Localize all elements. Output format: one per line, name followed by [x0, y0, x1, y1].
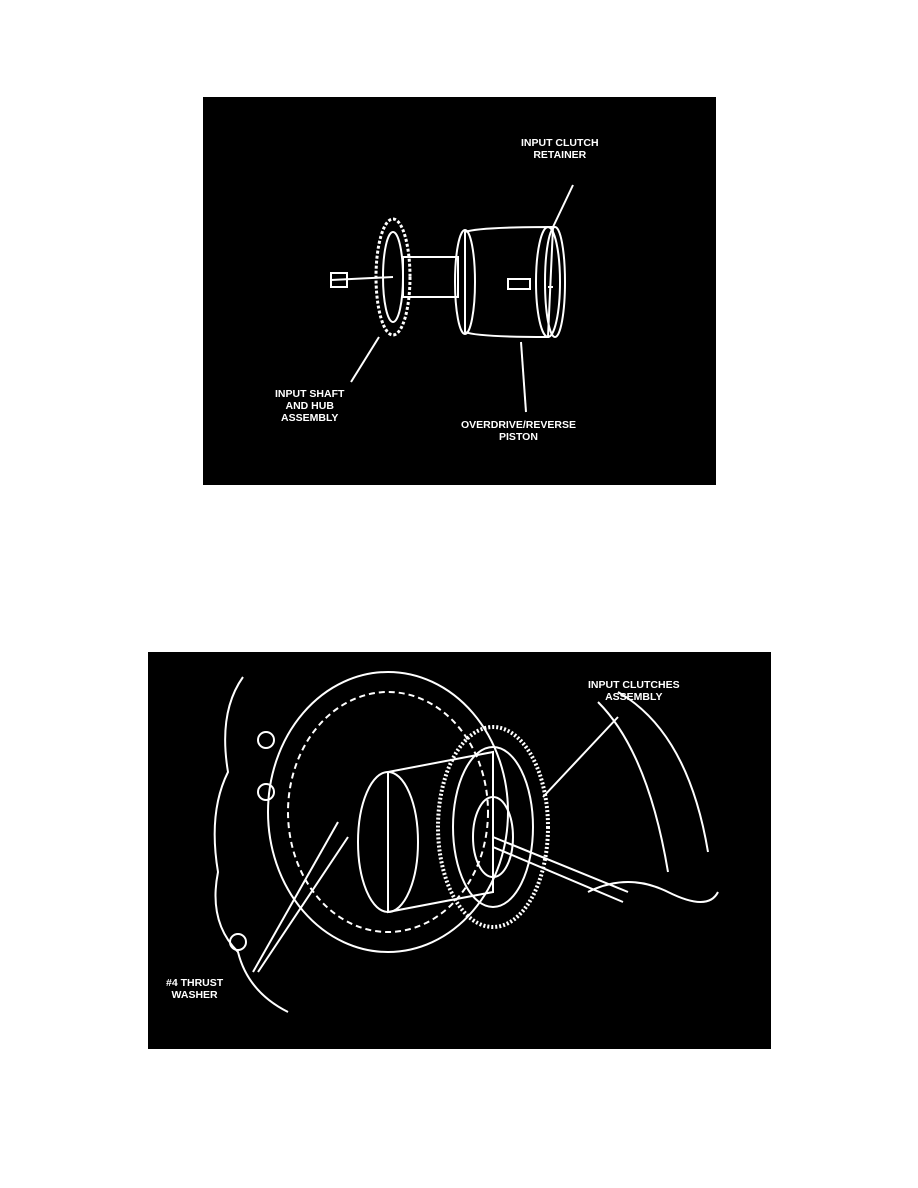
- label-input-clutch-retainer: INPUT CLUTCH RETAINER: [521, 137, 599, 161]
- label-line: AND HUB: [285, 400, 334, 412]
- label-input-clutches-assembly: INPUT CLUTCHES ASSEMBLY: [588, 679, 680, 703]
- label-line: INPUT CLUTCHES: [588, 679, 680, 691]
- label-line: ASSEMBLY: [281, 412, 339, 424]
- label-line: #4 THRUST: [166, 977, 224, 989]
- label-line: INPUT CLUTCH: [521, 137, 599, 149]
- label-input-shaft-hub: INPUT SHAFT AND HUB ASSEMBLY: [275, 388, 344, 424]
- label-line: ASSEMBLY: [605, 691, 663, 703]
- label-line: WASHER: [171, 989, 218, 1001]
- label-overdrive-reverse-piston: OVERDRIVE/REVERSE PISTON: [461, 419, 576, 443]
- label-line: RETAINER: [533, 149, 587, 161]
- label-line: INPUT SHAFT: [275, 388, 345, 400]
- label-line: PISTON: [499, 431, 538, 443]
- figure-input-clutches-assembly: INPUT CLUTCHES ASSEMBLY #4 THRUST WASHER: [148, 652, 771, 1049]
- illustration-input-clutches-removal: [213, 671, 719, 1013]
- label-line: OVERDRIVE/REVERSE: [461, 419, 576, 431]
- illustration-input-shaft-and-retainer: [330, 184, 574, 413]
- label-thrust-washer: #4 THRUST WASHER: [166, 977, 223, 1001]
- figure-input-clutch-retainer: INPUT CLUTCH RETAINER INPUT SHAFT AND HU…: [203, 97, 716, 485]
